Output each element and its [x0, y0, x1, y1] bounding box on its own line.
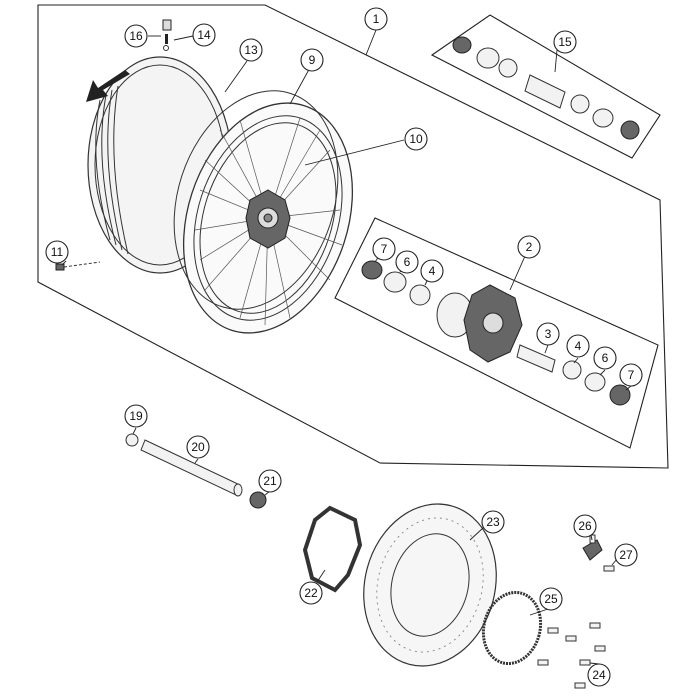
rotation-arrow [86, 70, 130, 102]
callout-number: 4 [429, 264, 436, 278]
callout-9: 9 [300, 48, 324, 72]
warning-label-16 [162, 19, 172, 51]
screw-27 [603, 565, 615, 572]
callout-25: 25 [539, 587, 563, 611]
group-box-15 [430, 14, 661, 159]
callout-number: 10 [409, 132, 423, 146]
callout-number: 23 [486, 515, 500, 529]
callout-circle [300, 48, 324, 72]
callout-6: 6 [593, 346, 617, 370]
callout-number: 20 [191, 440, 205, 454]
callout-number: 26 [578, 519, 592, 533]
callout-number: 24 [592, 668, 606, 682]
callout-number: 22 [304, 586, 318, 600]
callout-circle [481, 510, 505, 534]
callout-circle [517, 235, 541, 259]
callout-7: 7 [619, 363, 643, 387]
callout-circle [239, 38, 263, 62]
callout-7: 7 [372, 237, 396, 261]
callout-circle [258, 469, 282, 493]
callout-number: 1 [373, 12, 380, 26]
callout-circle [299, 581, 323, 605]
callout-number: 21 [263, 474, 277, 488]
callout-circle [614, 543, 638, 567]
valve-11 [55, 261, 101, 271]
callout-23: 23 [481, 510, 505, 534]
callout-4: 4 [566, 334, 590, 358]
callout-21: 21 [258, 469, 282, 493]
callout-11: 11 [45, 240, 69, 264]
callout-number: 6 [404, 255, 411, 269]
callout-number: 14 [197, 28, 211, 42]
callout-1: 1 [364, 7, 388, 31]
callout-number: 9 [309, 53, 316, 67]
callout-number: 19 [129, 409, 143, 423]
callout-19: 19 [124, 404, 148, 428]
callout-27: 27 [614, 543, 638, 567]
callout-circle [536, 322, 560, 346]
assembly-outline-1 [37, 4, 669, 469]
callout-circle [186, 435, 210, 459]
callout-circle [395, 250, 419, 274]
callout-circle [553, 30, 577, 54]
callout-2: 2 [517, 235, 541, 259]
callout-16: 16 [124, 24, 148, 48]
callout-10: 10 [404, 127, 428, 151]
brake-disc-23 [363, 503, 497, 667]
sensor-ring-25 [481, 590, 543, 666]
wheel-hub [245, 189, 291, 249]
callout-6: 6 [395, 250, 419, 274]
callout-number: 16 [129, 29, 143, 43]
callout-number: 27 [619, 548, 633, 562]
callout-20: 20 [186, 435, 210, 459]
callout-circle [45, 240, 69, 264]
callout-number: 25 [544, 592, 558, 606]
callout-circle [124, 404, 148, 428]
callout-number: 15 [558, 35, 572, 49]
disc-screws-24 [537, 622, 606, 689]
callout-circle [404, 127, 428, 151]
callout-circle [364, 7, 388, 31]
callout-15: 15 [553, 30, 577, 54]
callout-circle [539, 587, 563, 611]
callout-number: 7 [381, 242, 388, 256]
callout-13: 13 [239, 38, 263, 62]
callout-circle [372, 237, 396, 261]
leader-lines [61, 29, 632, 665]
callout-number: 2 [526, 240, 533, 254]
callout-number: 7 [628, 368, 635, 382]
callout-22: 22 [299, 581, 323, 605]
callout-circle [124, 24, 148, 48]
callout-number: 13 [244, 43, 258, 57]
callout-number: 11 [51, 245, 64, 259]
callout-circle [192, 23, 216, 47]
callout-circle [566, 334, 590, 358]
callout-3: 3 [536, 322, 560, 346]
callout-number: 6 [602, 351, 609, 365]
callout-circle [619, 363, 643, 387]
wheel-speed-sensor-26 [582, 534, 603, 561]
callout-number: 4 [575, 339, 582, 353]
disc-carrier-22 [302, 505, 363, 593]
callout-circle [573, 514, 597, 538]
axle-assembly [125, 433, 267, 509]
callout-4: 4 [420, 259, 444, 283]
group-box-2 [334, 217, 659, 449]
callout-circle [420, 259, 444, 283]
bearing-kit-15 [452, 36, 640, 140]
callout-24: 24 [587, 663, 611, 687]
callout-14: 14 [192, 23, 216, 47]
callout-circle [587, 663, 611, 687]
callout-number: 3 [545, 327, 552, 341]
callout-circle [593, 346, 617, 370]
hub-assembly-2 [361, 260, 631, 406]
callout-26: 26 [573, 514, 597, 538]
